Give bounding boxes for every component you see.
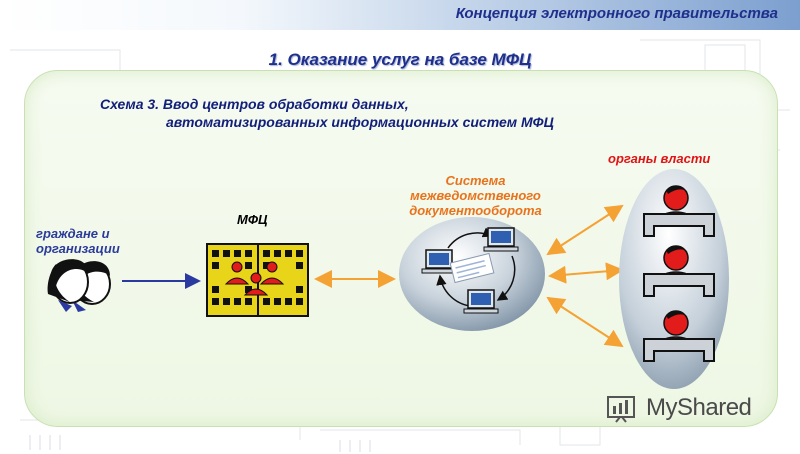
authorities-label: органы власти (608, 151, 711, 166)
scheme-title: Схема 3. Ввод центров обработки данных, … (100, 95, 554, 131)
citizens-icon (47, 259, 111, 312)
scheme-title-line2: автоматизированных информационных систем… (166, 114, 554, 130)
scheme-title-line1: Схема 3. Ввод центров обработки данных, (100, 96, 409, 112)
document-icon (449, 252, 495, 284)
arrow-system-authority-3 (546, 296, 624, 348)
system-label: Система межведомственого документооборот… (409, 173, 542, 218)
myshared-logo-icon (607, 396, 635, 423)
citizens-label: граждане и организации (36, 226, 120, 256)
myshared-brand: MyShared (646, 394, 752, 421)
official-at-desk-icon (643, 245, 715, 297)
document-system-cloud (399, 217, 545, 331)
mfc-label: МФЦ (237, 212, 268, 227)
mfc-buildings-icon (206, 243, 309, 317)
computer-icon (483, 227, 519, 252)
computer-icon (463, 289, 499, 314)
computer-icon (421, 249, 457, 274)
official-at-desk-icon (643, 310, 715, 362)
header-bar: Концепция электронного правительства (0, 0, 800, 30)
official-at-desk-icon (643, 185, 715, 237)
main-title: 1. Оказание услуг на базе МФЦ (268, 50, 532, 69)
authorities-group (619, 169, 729, 389)
arrow-system-authority-1 (546, 204, 624, 256)
header-title: Концепция электронного правительства (455, 5, 778, 22)
arrow-system-authority-2 (548, 262, 624, 284)
myshared-watermark: MyShared (606, 392, 752, 424)
